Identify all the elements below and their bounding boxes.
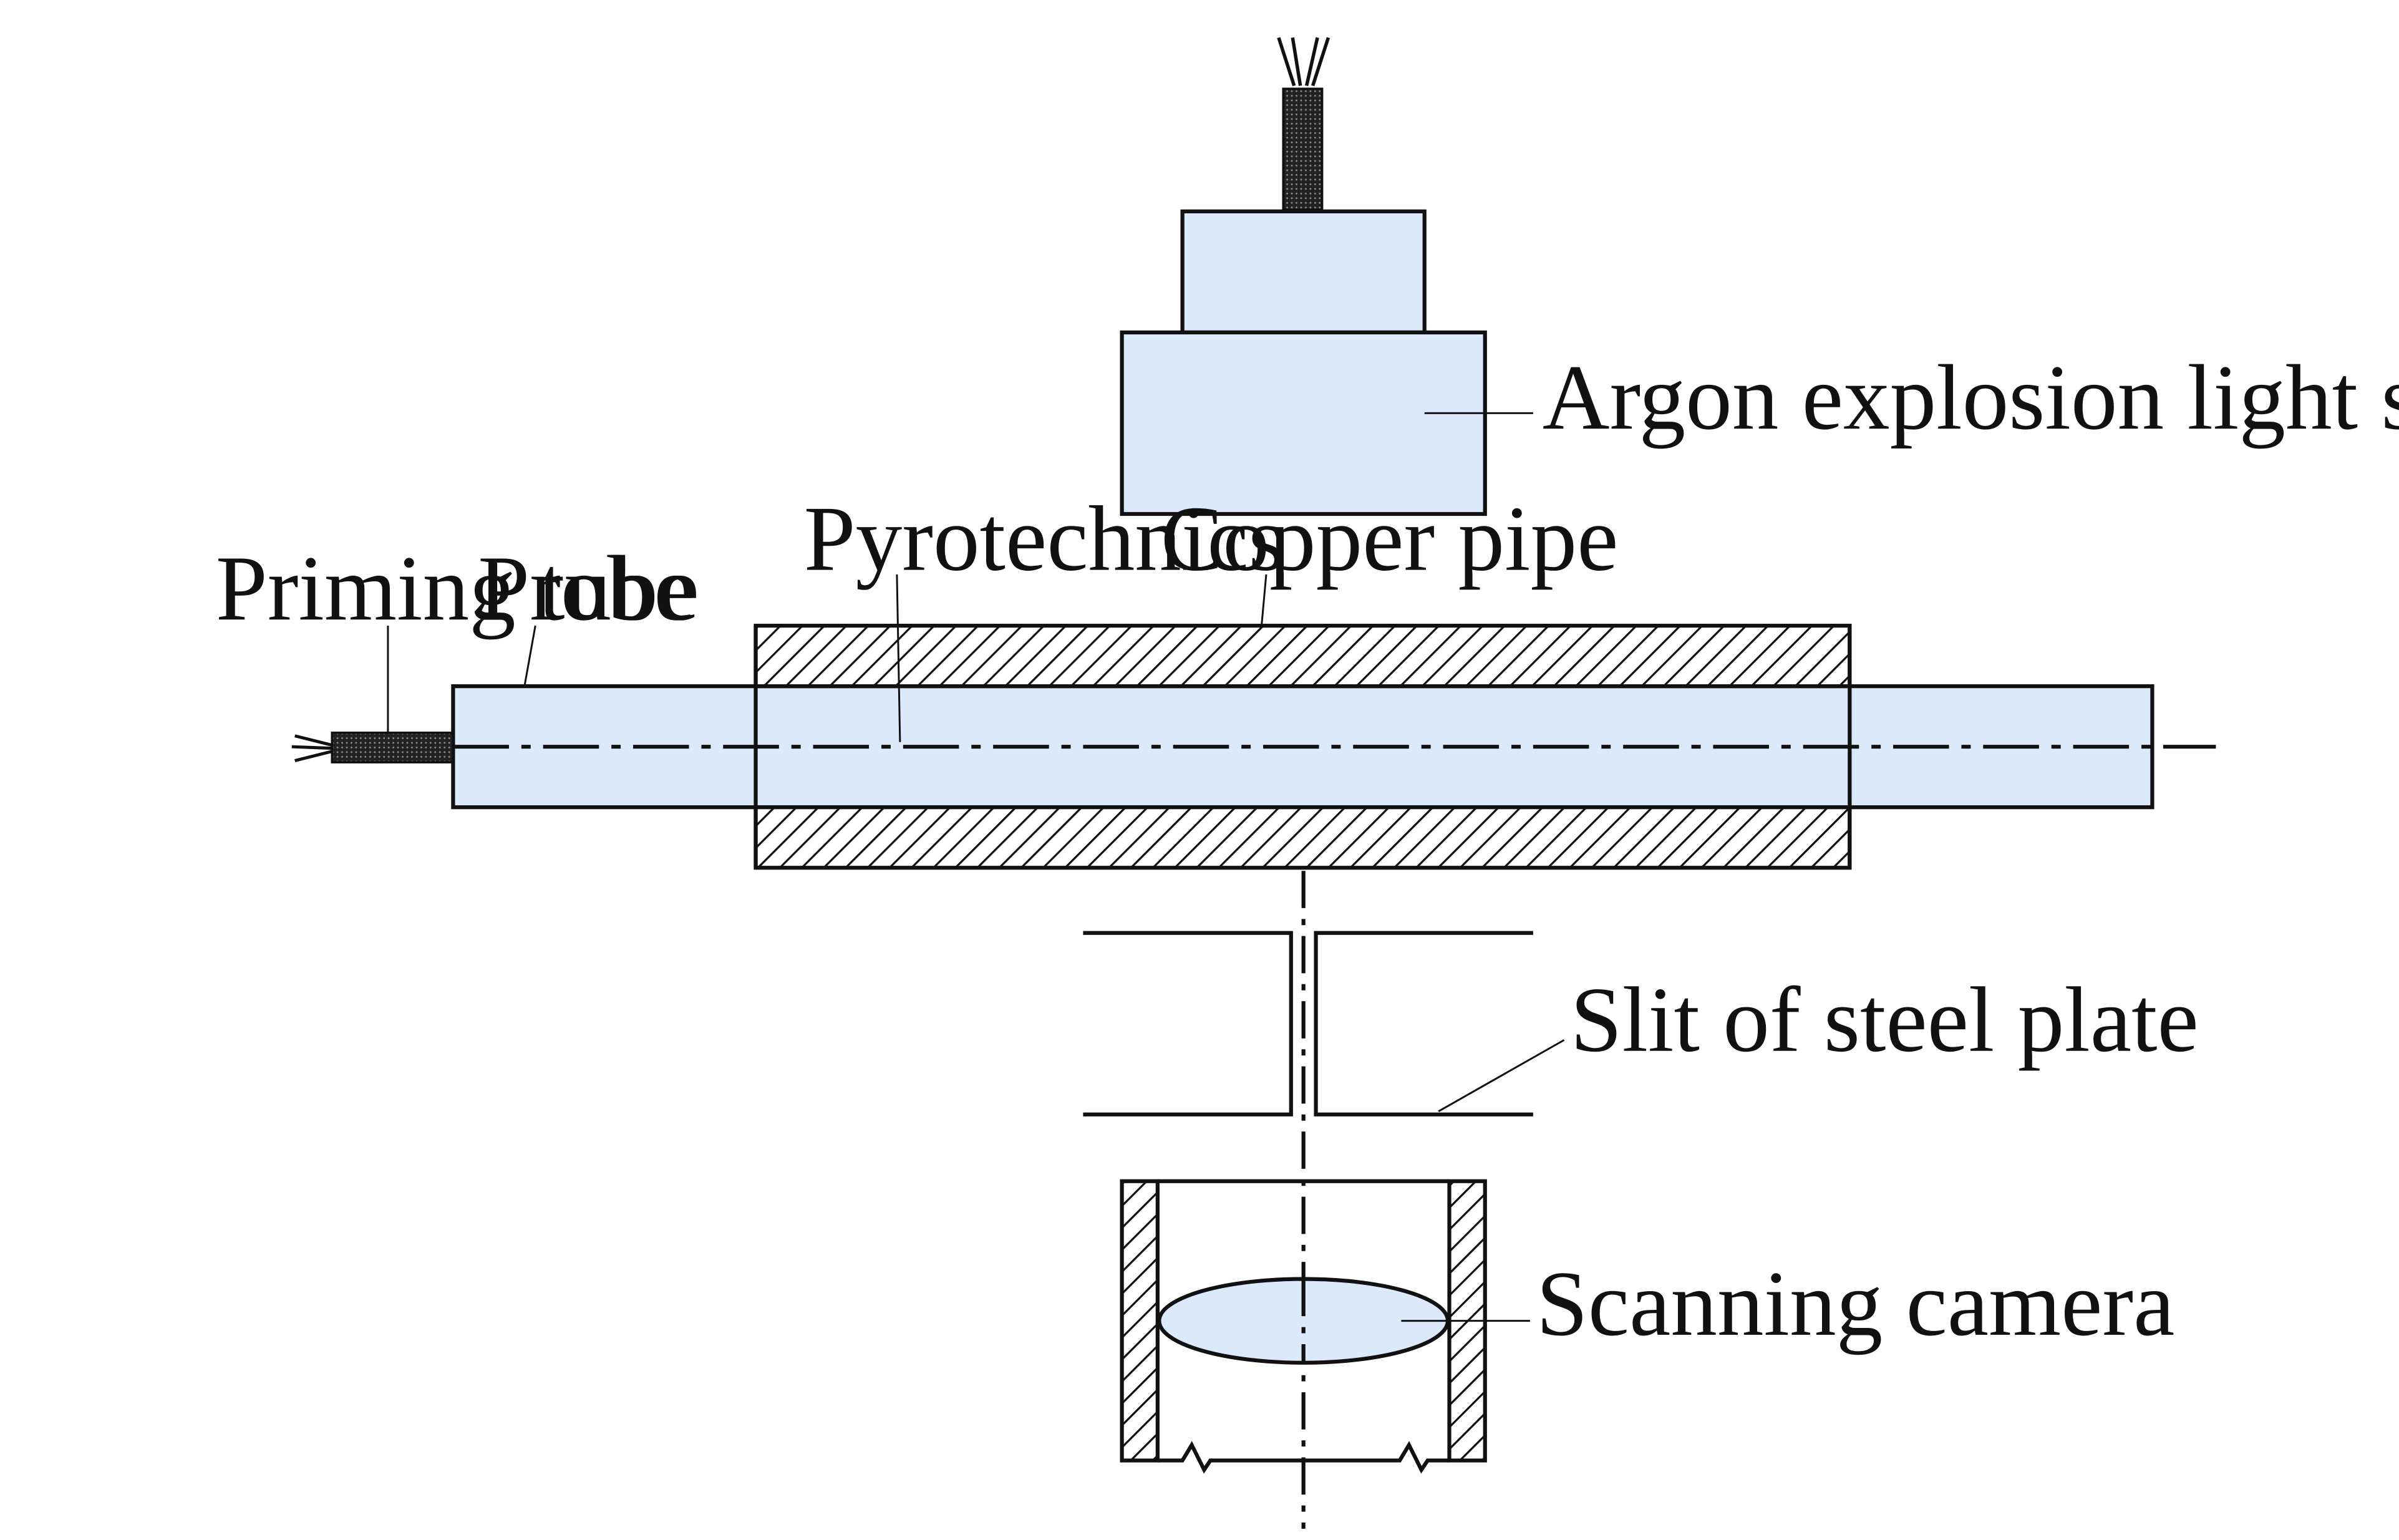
slit-label: Slit of steel plate [1571,969,2199,1072]
copper-pipe-bottom-wall [754,805,1852,870]
argon-source-label: Argon explosion light source [1543,346,2399,449]
camera-left-wall [1120,1179,1160,1463]
camera-break-line [1157,1441,1450,1474]
scanning-camera [1120,1179,1530,1474]
light-source-wires [1277,37,1330,87]
probe-assembly [291,574,2216,870]
light-source-lower-box [1120,330,1487,516]
priming-tube-label: Priming tube [216,537,699,640]
probe-leader [523,625,536,687]
priming-tube-wires [291,734,332,762]
steel-plate-slit [1083,931,1565,1116]
slit-leader [1438,1039,1565,1113]
light-source-cable [1282,87,1324,211]
priming-tube [331,731,455,763]
probe-label: Probe [478,537,695,640]
camera-label: Scanning camera [1536,1252,2175,1355]
light-source-upper-box [1180,209,1427,335]
copper-pipe-top-wall [754,624,1852,689]
copper-pipe-leader [1261,574,1267,626]
pyrotechnics-leader [896,574,901,742]
pyrotechnics-label: Pyrotechnics [804,488,1285,591]
copper-pipe-label: Copper pipe [1161,488,1619,591]
argon-light-source [1120,37,1533,516]
